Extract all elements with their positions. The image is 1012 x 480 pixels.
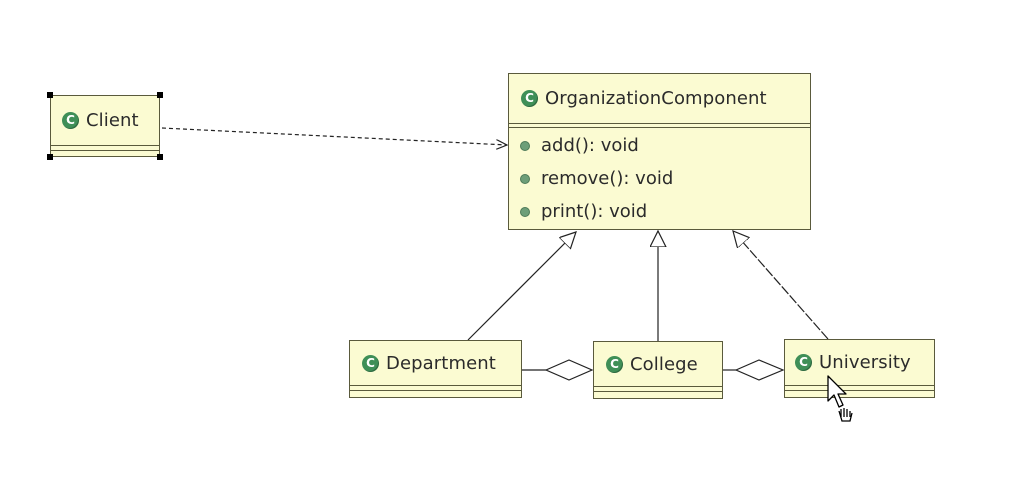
public-method-icon	[520, 140, 530, 151]
class-icon: C	[795, 354, 812, 371]
class-icon: C	[62, 112, 79, 129]
method-label: add(): void	[541, 135, 639, 156]
class-header: C Department	[350, 341, 521, 386]
class-attributes-compartment	[350, 386, 521, 391]
selection-handle-bottom-right[interactable]	[157, 154, 163, 160]
class-methods-compartment: add(): void remove(): void print(): void	[509, 128, 810, 228]
class-attributes-compartment	[785, 386, 934, 391]
class-box-client[interactable]: C Client	[50, 95, 160, 157]
aggregation-department-college[interactable]	[522, 359, 594, 381]
selection-handle-top-right[interactable]	[157, 92, 163, 98]
class-box-university[interactable]: C University	[784, 339, 935, 398]
method-print[interactable]: print(): void	[509, 195, 810, 228]
class-box-organization-component[interactable]: C OrganizationComponent add(): void remo…	[508, 73, 811, 230]
generalization-line-university[interactable]	[733, 231, 829, 340]
class-attributes-compartment	[51, 146, 159, 151]
aggregation-college-university[interactable]	[723, 359, 785, 381]
class-name-organization-component: OrganizationComponent	[545, 88, 767, 109]
method-label: remove(): void	[541, 168, 674, 189]
class-name-department: Department	[386, 352, 496, 374]
class-icon: C	[606, 355, 623, 373]
class-header: C Client	[51, 96, 159, 146]
class-header: C University	[785, 340, 934, 386]
generalization-line-department[interactable]	[467, 232, 576, 341]
class-box-department[interactable]: C Department	[349, 340, 522, 398]
class-header: C OrganizationComponent	[509, 74, 810, 124]
class-box-college[interactable]: C College	[593, 341, 723, 399]
public-method-icon	[520, 173, 530, 184]
method-label: print(): void	[541, 201, 648, 222]
class-name-college: College	[630, 353, 698, 375]
public-method-icon	[520, 206, 530, 217]
method-remove[interactable]: remove(): void	[509, 162, 810, 195]
selection-handle-bottom-left[interactable]	[47, 154, 53, 160]
selection-handle-top-left[interactable]	[47, 92, 53, 98]
class-name-client: Client	[86, 110, 139, 131]
class-name-university: University	[819, 352, 911, 373]
dependency-line-client-to-component[interactable]	[161, 127, 507, 145]
class-attributes-compartment	[594, 387, 722, 392]
class-icon: C	[521, 90, 538, 107]
class-icon: C	[362, 354, 379, 372]
mouse-pointer-icon	[827, 375, 853, 422]
class-attributes-compartment	[509, 124, 810, 128]
class-header: C College	[594, 342, 722, 387]
method-add[interactable]: add(): void	[509, 129, 810, 162]
